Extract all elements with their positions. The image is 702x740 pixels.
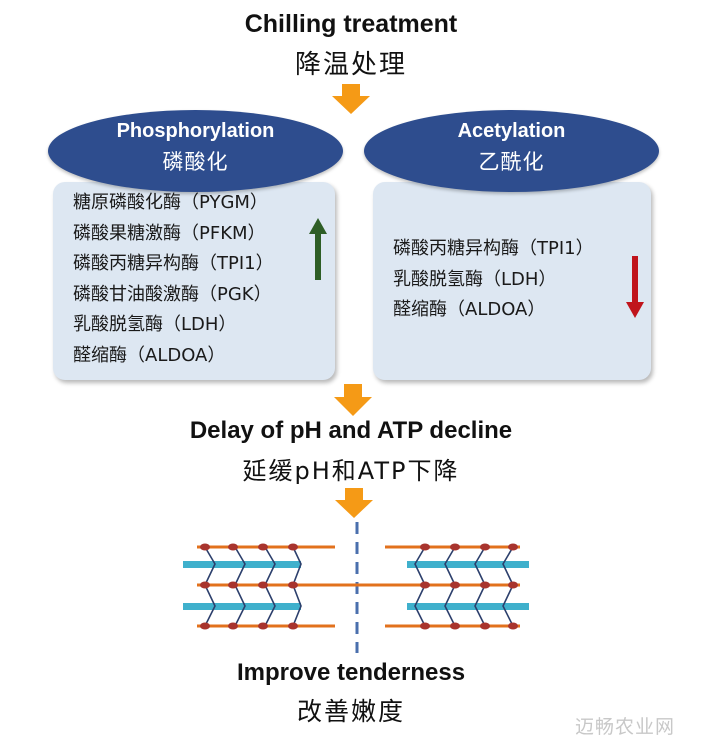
acetylation-enzyme-list: 磷酸丙糖异构酶（TPI1） 乳酸脱氢酶（LDH） 醛缩酶（ALDOA） [393,234,594,326]
acetylation-box: 磷酸丙糖异构酶（TPI1） 乳酸脱氢酶（LDH） 醛缩酶（ALDOA） [373,182,651,380]
up-trend-arrow-icon [309,218,327,280]
enzyme-item: 醛缩酶（ALDOA） [73,344,226,366]
phosphorylation-ellipse: Phosphorylation 磷酸化 [48,110,343,192]
down-arrow-icon [335,488,373,518]
enzyme-item: 磷酸果糖激酶（PFKM） [73,222,266,244]
delay-title-zh: 延缓pH和ATP下降 [242,457,460,485]
enzyme-item: 乳酸脱氢酶（LDH） [393,268,557,290]
phosphorylation-title-zh: 磷酸化 [162,150,229,174]
tenderness-title-en: Improve tenderness [236,659,466,686]
down-trend-arrow-icon [626,256,644,318]
down-arrow-icon [334,384,372,416]
acetylation-ellipse: Acetylation 乙酰化 [364,110,659,192]
enzyme-item: 磷酸甘油酸激酶（PGK） [73,283,272,305]
chilling-title-zh: 降温处理 [294,50,407,80]
tenderness-title-zh: 改善嫩度 [296,697,405,726]
phosphorylation-box: 糖原磷酸化酶（PYGM） 磷酸果糖激酶（PFKM） 磷酸丙糖异构酶（TPI1） … [53,182,335,380]
phosphorylation-title-en: Phosphorylation [116,120,275,142]
sarcomere-icon [183,522,529,653]
acetylation-title-en: Acetylation [457,120,566,142]
enzyme-item: 糖原磷酸化酶（PYGM） [73,192,268,213]
enzyme-item: 乳酸脱氢酶（LDH） [73,314,237,335]
enzyme-item: 磷酸丙糖异构酶（TPI1） [73,253,274,274]
enzyme-item: 醛缩酶（ALDOA） [393,299,546,320]
chilling-title-en: Chilling treatment [244,10,458,38]
delay-title-en: Delay of pH and ATP decline [189,417,513,444]
watermark: 迈畅农业网 [575,716,676,738]
down-arrow-icon [332,84,370,114]
phosphorylation-enzyme-list: 糖原磷酸化酶（PYGM） 磷酸果糖激酶（PFKM） 磷酸丙糖异构酶（TPI1） … [73,188,274,371]
acetylation-title-zh: 乙酰化 [478,150,545,174]
enzyme-item: 磷酸丙糖异构酶（TPI1） [393,238,594,259]
